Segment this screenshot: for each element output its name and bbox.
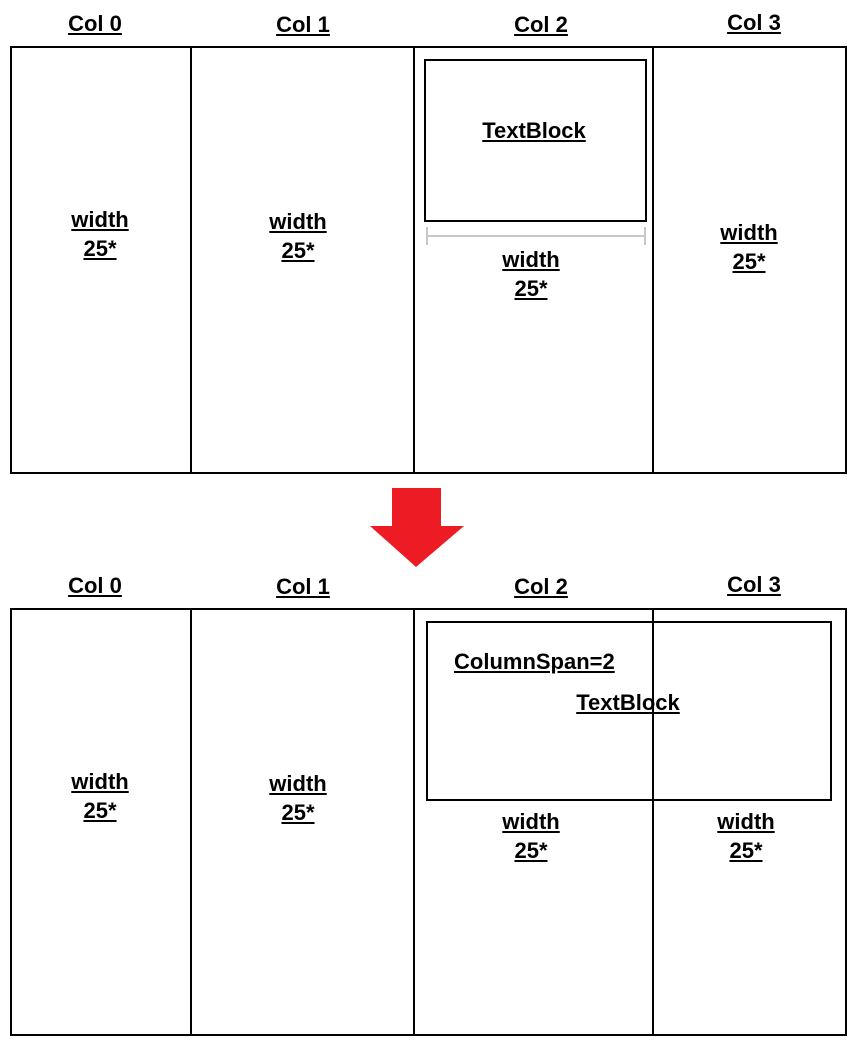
bottom-col2-width: width 25* xyxy=(481,807,581,865)
width-value: 25* xyxy=(514,838,548,863)
top-textblock-box xyxy=(424,59,647,222)
top-col3-width: width 25* xyxy=(699,218,799,276)
bottom-col1-width: width 25* xyxy=(248,769,348,827)
bottom-col3-header: Col 3 xyxy=(727,572,781,597)
top-col0-width: width 25* xyxy=(50,205,150,263)
width-word: width xyxy=(269,771,327,796)
width-value: 25* xyxy=(729,838,763,863)
dimension-bar xyxy=(426,235,646,237)
width-value: 25* xyxy=(83,798,117,823)
bottom-col1-header: Col 1 xyxy=(276,574,330,599)
width-word: width xyxy=(269,209,327,234)
width-word: width xyxy=(502,809,560,834)
dimension-bar-left-tick xyxy=(426,227,428,245)
bottom-grid xyxy=(10,608,847,1036)
width-value: 25* xyxy=(514,276,548,301)
top-col3-header: Col 3 xyxy=(727,10,781,35)
bottom-col0-width: width 25* xyxy=(50,767,150,825)
bottom-col2-header: Col 2 xyxy=(514,574,568,599)
top-grid xyxy=(10,46,847,474)
width-value: 25* xyxy=(83,236,117,261)
bottom-textblock-box xyxy=(426,621,832,801)
top-col1-header: Col 1 xyxy=(276,12,330,37)
width-word: width xyxy=(502,247,560,272)
width-word: width xyxy=(71,769,129,794)
bottom-divider-3 xyxy=(652,608,654,1036)
width-word: width xyxy=(720,220,778,245)
top-col1-width: width 25* xyxy=(248,207,348,265)
bottom-divider-2 xyxy=(413,608,415,1036)
down-arrow-shape xyxy=(370,488,464,567)
width-value: 25* xyxy=(281,238,315,263)
top-divider-2 xyxy=(413,46,415,474)
top-col2-width: width 25* xyxy=(481,245,581,303)
bottom-col0-header: Col 0 xyxy=(68,573,122,598)
width-value: 25* xyxy=(732,249,766,274)
width-word: width xyxy=(71,207,129,232)
bottom-col3-width: width 25* xyxy=(696,807,796,865)
top-divider-3 xyxy=(652,46,654,474)
width-word: width xyxy=(717,809,775,834)
top-col2-header: Col 2 xyxy=(514,12,568,37)
top-divider-1 xyxy=(190,46,192,474)
top-textblock-label: TextBlock xyxy=(482,118,586,143)
width-value: 25* xyxy=(281,800,315,825)
dimension-bar-right-tick xyxy=(644,227,646,245)
bottom-textblock-label: TextBlock xyxy=(576,690,680,715)
top-col0-header: Col 0 xyxy=(68,11,122,36)
columnspan-label: ColumnSpan=2 xyxy=(454,649,615,674)
down-arrow-icon xyxy=(370,488,464,567)
bottom-divider-1 xyxy=(190,608,192,1036)
